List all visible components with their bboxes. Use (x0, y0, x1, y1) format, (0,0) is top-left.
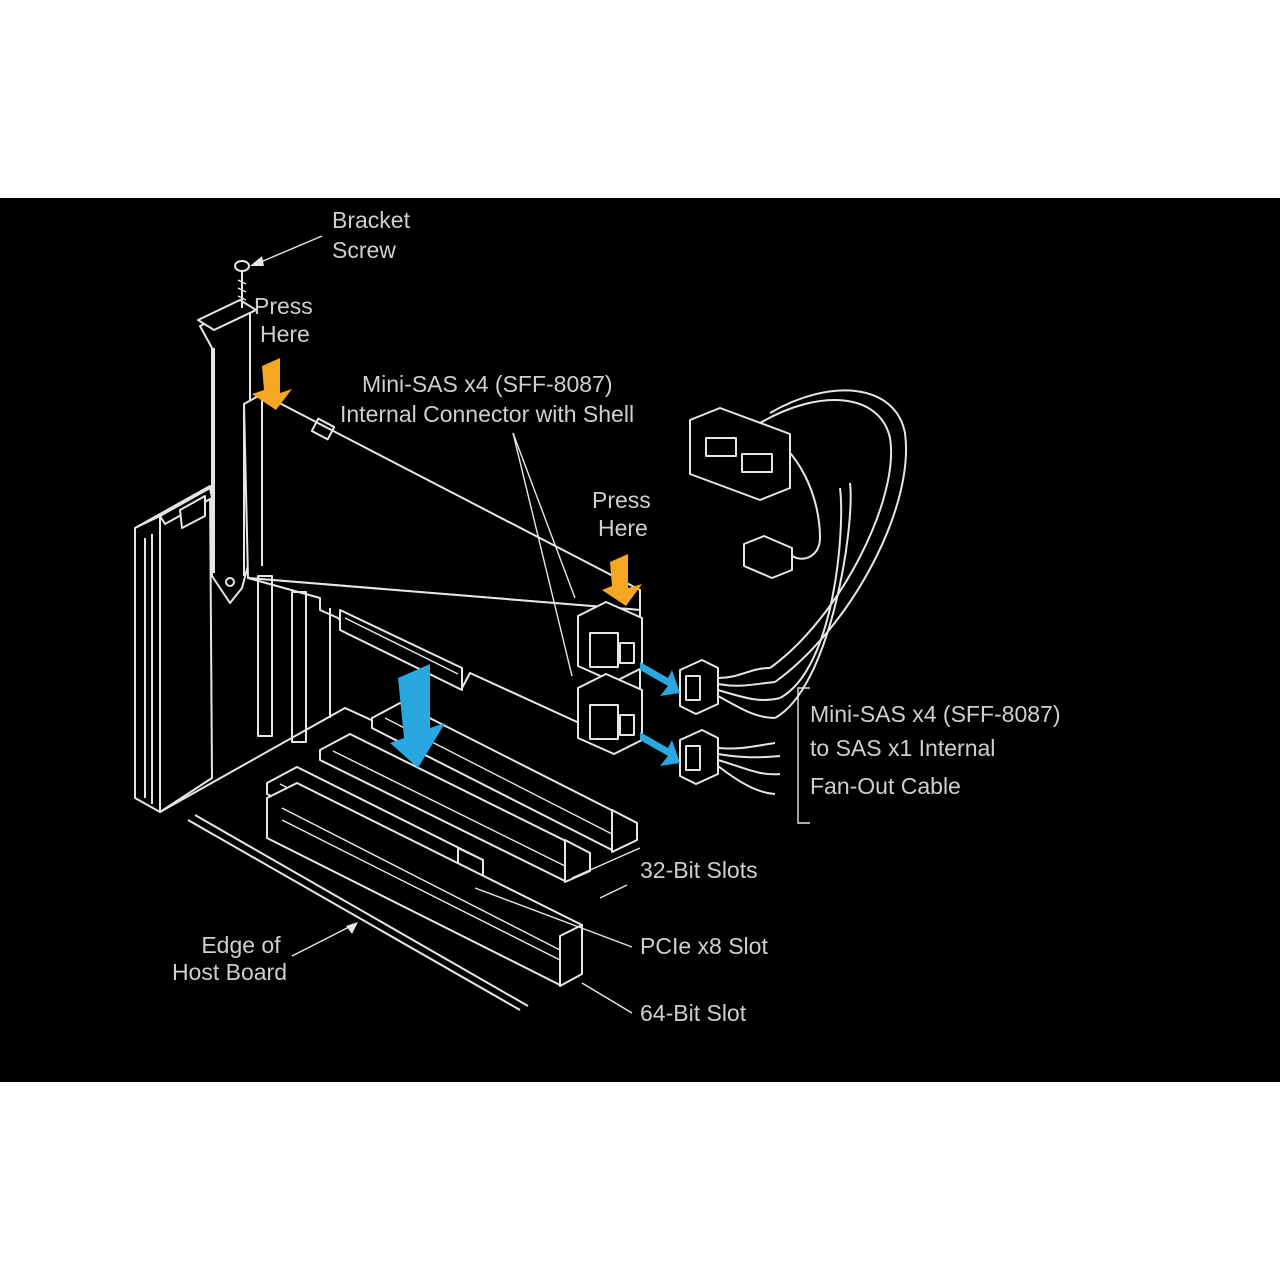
label-bracket: Bracket (332, 207, 411, 233)
label-64bit-slot: 64-Bit Slot (640, 1000, 747, 1026)
mini-sas-connector-bottom (577, 673, 643, 755)
leader-lines (250, 235, 810, 1014)
cable-plug-top (679, 659, 781, 719)
label-press-here-left: Press Here (254, 293, 319, 347)
bracket-screw (234, 260, 250, 308)
mini-sas-connector-top (577, 601, 643, 683)
slot-64bit (266, 782, 583, 987)
label-connector: Mini-SAS x4 (SFF-8087) Internal Connecto… (340, 371, 634, 427)
chassis-panel (134, 485, 213, 813)
label-pcie-slot: PCIe x8 Slot (640, 933, 768, 959)
press-arrow-right (602, 554, 642, 606)
install-diagram: Bracket Screw Press Here Press Here Mini… (0, 198, 1280, 1082)
label-32bit-slots: 32-Bit Slots (640, 857, 758, 883)
label-host-board: Edge of Host Board (172, 932, 287, 985)
press-arrow-left (252, 358, 292, 410)
insert-arrow-top (640, 662, 680, 696)
cable-plug-bottom (679, 729, 781, 795)
label-bracket-screw: Bracket Screw (332, 207, 416, 263)
label-screw: Screw (332, 237, 396, 263)
expansion-card (197, 260, 641, 743)
label-fan-out-cable: Mini-SAS x4 (SFF-8087) to SAS x1 Interna… (810, 701, 1067, 799)
fan-out-cable-loop (759, 389, 907, 719)
diagram-canvas: Bracket Screw Press Here Press Here Mini… (134, 207, 1067, 1026)
sata-connector (689, 407, 793, 579)
insert-arrow-bottom (640, 732, 680, 766)
insert-arrow-card (390, 664, 445, 768)
label-press-here-right: Press Here (592, 487, 657, 541)
